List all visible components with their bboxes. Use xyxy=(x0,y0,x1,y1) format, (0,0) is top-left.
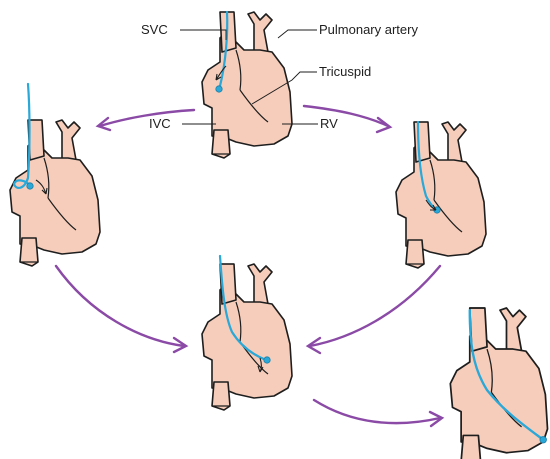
catheter-tip xyxy=(27,183,33,189)
catheter-tip xyxy=(216,86,222,92)
tricuspid-label: Tricuspid xyxy=(319,64,371,79)
heart-step-3 xyxy=(396,122,486,268)
sequence-arrow xyxy=(100,110,194,126)
svc-label: SVC xyxy=(141,22,168,37)
catheter-tip xyxy=(540,437,546,443)
ivc-label: IVC xyxy=(149,116,171,131)
sequence-arrow xyxy=(56,266,184,346)
catheter-line xyxy=(14,84,30,188)
rv-label: RV xyxy=(320,116,338,131)
catheter-tip xyxy=(264,357,270,363)
heart-step-1 xyxy=(202,12,292,158)
sequence-arrow xyxy=(310,266,440,346)
sequence-arrow xyxy=(304,106,388,126)
heart-step-2 xyxy=(10,84,100,266)
heart-step-5 xyxy=(450,308,547,459)
sequence-arrow xyxy=(314,400,440,423)
pulmonary-artery-label: Pulmonary artery xyxy=(319,22,418,37)
heart-step-4 xyxy=(202,256,292,410)
pulmonary-artery-leader xyxy=(278,30,317,38)
svc-leader xyxy=(180,30,226,40)
